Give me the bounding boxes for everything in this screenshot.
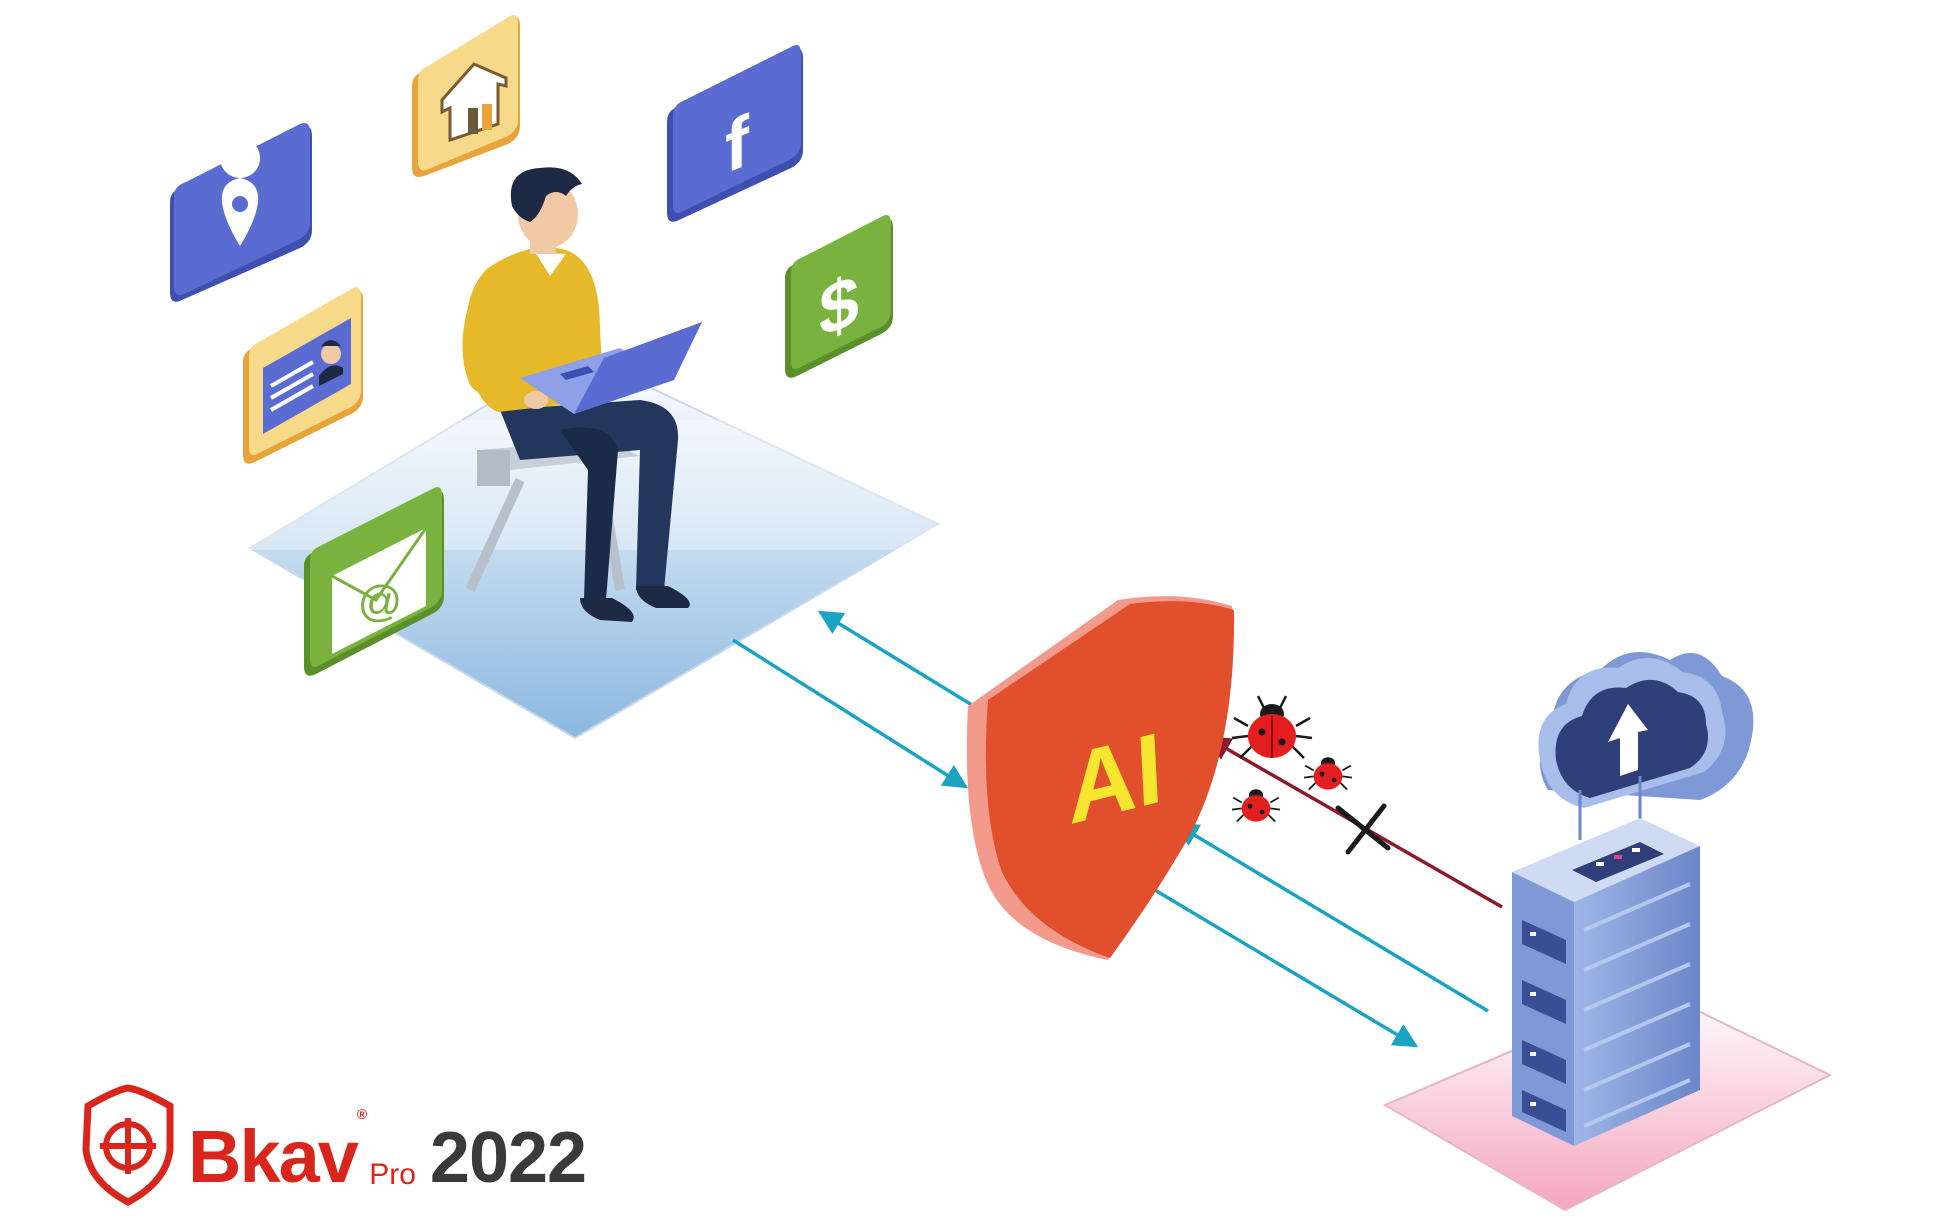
- bug-icon: [1232, 789, 1280, 821]
- arrow-server-to-shield: [1176, 824, 1488, 1011]
- bug-icon: [1232, 696, 1312, 758]
- arrow-shield-to-user: [820, 612, 972, 705]
- blocked-cross-icon: [1338, 806, 1388, 852]
- blocked-threat-arrow: [1208, 738, 1502, 907]
- bug-icon: [1304, 757, 1352, 789]
- server-icon: [1512, 818, 1700, 1146]
- svg-text:$: $: [819, 258, 859, 353]
- dollar-icon: $: [785, 215, 893, 378]
- bkav-logo: Bkav ® Pro 2022: [84, 1088, 586, 1200]
- facebook-icon: f: [667, 45, 803, 222]
- arrow-user-to-shield: [733, 640, 966, 787]
- cloud-upload-icon: [1538, 652, 1753, 840]
- ai-shield: AI: [967, 596, 1234, 960]
- location-icon: [170, 123, 312, 302]
- logo-registered-mark: ®: [357, 1106, 367, 1122]
- svg-text:f: f: [725, 98, 750, 189]
- svg-text:@: @: [358, 577, 403, 626]
- logo-brand: Bkav: [188, 1120, 357, 1194]
- arrow-shield-to-server: [1118, 868, 1416, 1046]
- home-icon: [412, 15, 520, 177]
- logo-year: 2022: [430, 1122, 586, 1194]
- logo-edition: Pro: [369, 1160, 416, 1190]
